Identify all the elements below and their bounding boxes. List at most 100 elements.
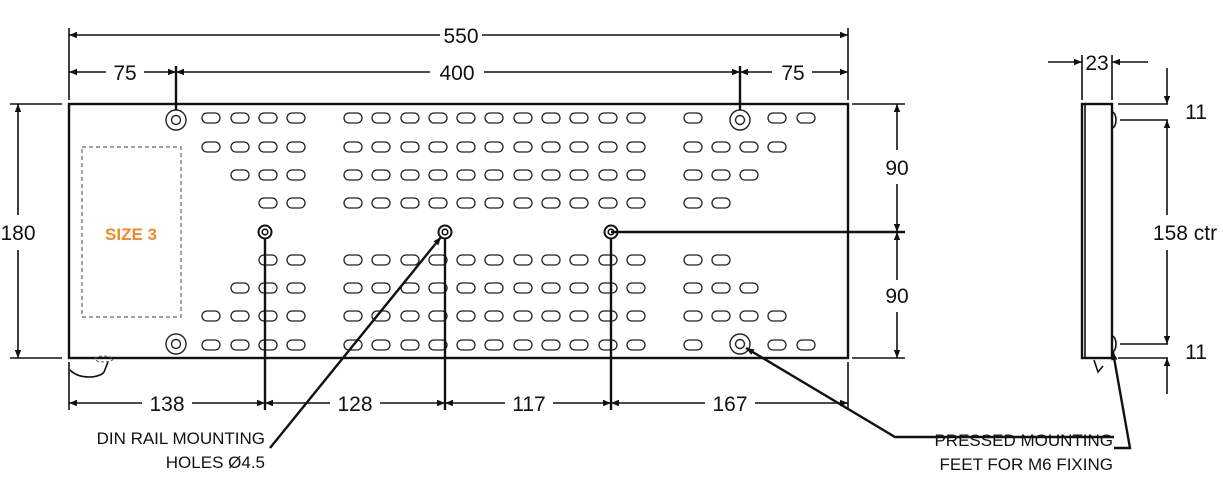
vent-slot bbox=[400, 112, 420, 124]
vent-slot bbox=[711, 282, 731, 294]
vent-slot bbox=[484, 339, 504, 351]
vent-slot bbox=[739, 169, 759, 181]
vent-slot bbox=[569, 141, 589, 153]
vent-slot bbox=[428, 310, 448, 322]
vent-slot bbox=[484, 282, 504, 294]
vent-slot bbox=[711, 141, 731, 153]
ventilation-slots bbox=[201, 112, 816, 351]
feet-note: PRESSED MOUNTING FEET FOR M6 FIXING bbox=[745, 346, 1132, 474]
dim-centres: 158 ctr bbox=[1153, 222, 1217, 245]
vent-slot bbox=[541, 254, 561, 266]
vent-slot bbox=[569, 310, 589, 322]
dim-din-1: 138 bbox=[149, 393, 184, 416]
vent-slot bbox=[428, 141, 448, 153]
vent-slot bbox=[598, 254, 618, 266]
vent-slot bbox=[513, 169, 533, 181]
vent-slot bbox=[513, 282, 533, 294]
din-note-line1: DIN RAIL MOUNTING bbox=[97, 429, 265, 448]
vent-slot bbox=[343, 197, 363, 209]
vent-slot bbox=[371, 197, 391, 209]
dim-top-offset: 11 bbox=[1185, 101, 1207, 124]
cable-stub bbox=[69, 361, 109, 378]
vent-slot bbox=[598, 339, 618, 351]
vent-slot bbox=[456, 197, 476, 209]
vent-slot bbox=[230, 169, 250, 181]
dim-depth: 23 bbox=[1085, 52, 1108, 75]
feet-note-line1: PRESSED MOUNTING bbox=[934, 431, 1113, 450]
din-rail-note: DIN RAIL MOUNTING HOLES Ø4.5 bbox=[97, 236, 442, 472]
dim-height: 180 bbox=[0, 222, 35, 245]
vent-slot bbox=[258, 112, 278, 124]
vent-slot bbox=[230, 282, 250, 294]
din-hole-icon bbox=[257, 224, 273, 240]
vent-slot bbox=[484, 254, 504, 266]
vent-slot bbox=[484, 141, 504, 153]
top-dimensions: 550 75 400 75 bbox=[68, 25, 849, 110]
vent-slot bbox=[513, 339, 533, 351]
vent-slot bbox=[541, 339, 561, 351]
vent-slot bbox=[456, 339, 476, 351]
mounting-foot-icon bbox=[729, 109, 751, 131]
vent-slot bbox=[428, 197, 448, 209]
vent-slot bbox=[456, 254, 476, 266]
vent-slot bbox=[286, 254, 306, 266]
vent-slot bbox=[683, 282, 703, 294]
vent-slot bbox=[258, 197, 278, 209]
vent-slot bbox=[484, 169, 504, 181]
vent-slot bbox=[400, 310, 420, 322]
vent-slot bbox=[258, 254, 278, 266]
vent-slot bbox=[569, 339, 589, 351]
vent-slot bbox=[201, 339, 221, 351]
vent-slot bbox=[400, 339, 420, 351]
mounting-foot-icon bbox=[165, 109, 187, 131]
vent-slot bbox=[626, 141, 646, 153]
vent-slot bbox=[569, 282, 589, 294]
vent-slot bbox=[400, 254, 420, 266]
vent-slot bbox=[767, 141, 787, 153]
vent-slot bbox=[796, 112, 816, 124]
vent-slot bbox=[201, 310, 221, 322]
vent-slot bbox=[484, 197, 504, 209]
feet-note-line2: FEET FOR M6 FIXING bbox=[940, 455, 1113, 474]
vent-slot bbox=[683, 197, 703, 209]
vent-slot bbox=[343, 141, 363, 153]
vent-slot bbox=[343, 310, 363, 322]
dim-left-offset: 75 bbox=[113, 62, 136, 85]
vent-slot bbox=[371, 254, 391, 266]
dim-lower-half: 90 bbox=[885, 285, 908, 308]
vent-slot bbox=[230, 339, 250, 351]
vent-slot bbox=[711, 254, 731, 266]
vent-slot bbox=[400, 169, 420, 181]
vent-slot bbox=[484, 112, 504, 124]
vent-slot bbox=[258, 339, 278, 351]
dim-hole-spacing: 400 bbox=[439, 62, 474, 85]
vent-slot bbox=[683, 339, 703, 351]
vent-slot bbox=[767, 310, 787, 322]
vent-slot bbox=[541, 282, 561, 294]
side-view: 23 11 158 ctr 11 bbox=[1048, 52, 1217, 394]
vent-slot bbox=[541, 141, 561, 153]
dim-din-2: 128 bbox=[337, 393, 372, 416]
vent-slot bbox=[739, 310, 759, 322]
vent-slot bbox=[569, 112, 589, 124]
vent-slot bbox=[513, 254, 533, 266]
bottom-dimensions: 138 128 117 167 bbox=[68, 238, 849, 416]
dim-din-3: 117 bbox=[512, 393, 545, 416]
vent-slot bbox=[371, 141, 391, 153]
dim-din-4: 167 bbox=[712, 393, 747, 416]
vent-slot bbox=[371, 169, 391, 181]
label-area bbox=[81, 146, 182, 318]
vent-slot bbox=[286, 197, 306, 209]
vent-slot bbox=[626, 282, 646, 294]
vent-slot bbox=[456, 310, 476, 322]
right-dimensions: 90 90 bbox=[611, 103, 909, 359]
vent-slot bbox=[513, 310, 533, 322]
vent-slot bbox=[258, 310, 278, 322]
vent-slot bbox=[201, 112, 221, 124]
vent-slot bbox=[569, 169, 589, 181]
dim-overall-width: 550 bbox=[443, 25, 478, 48]
vent-slot bbox=[343, 282, 363, 294]
vent-slot bbox=[626, 169, 646, 181]
vent-slot bbox=[683, 254, 703, 266]
